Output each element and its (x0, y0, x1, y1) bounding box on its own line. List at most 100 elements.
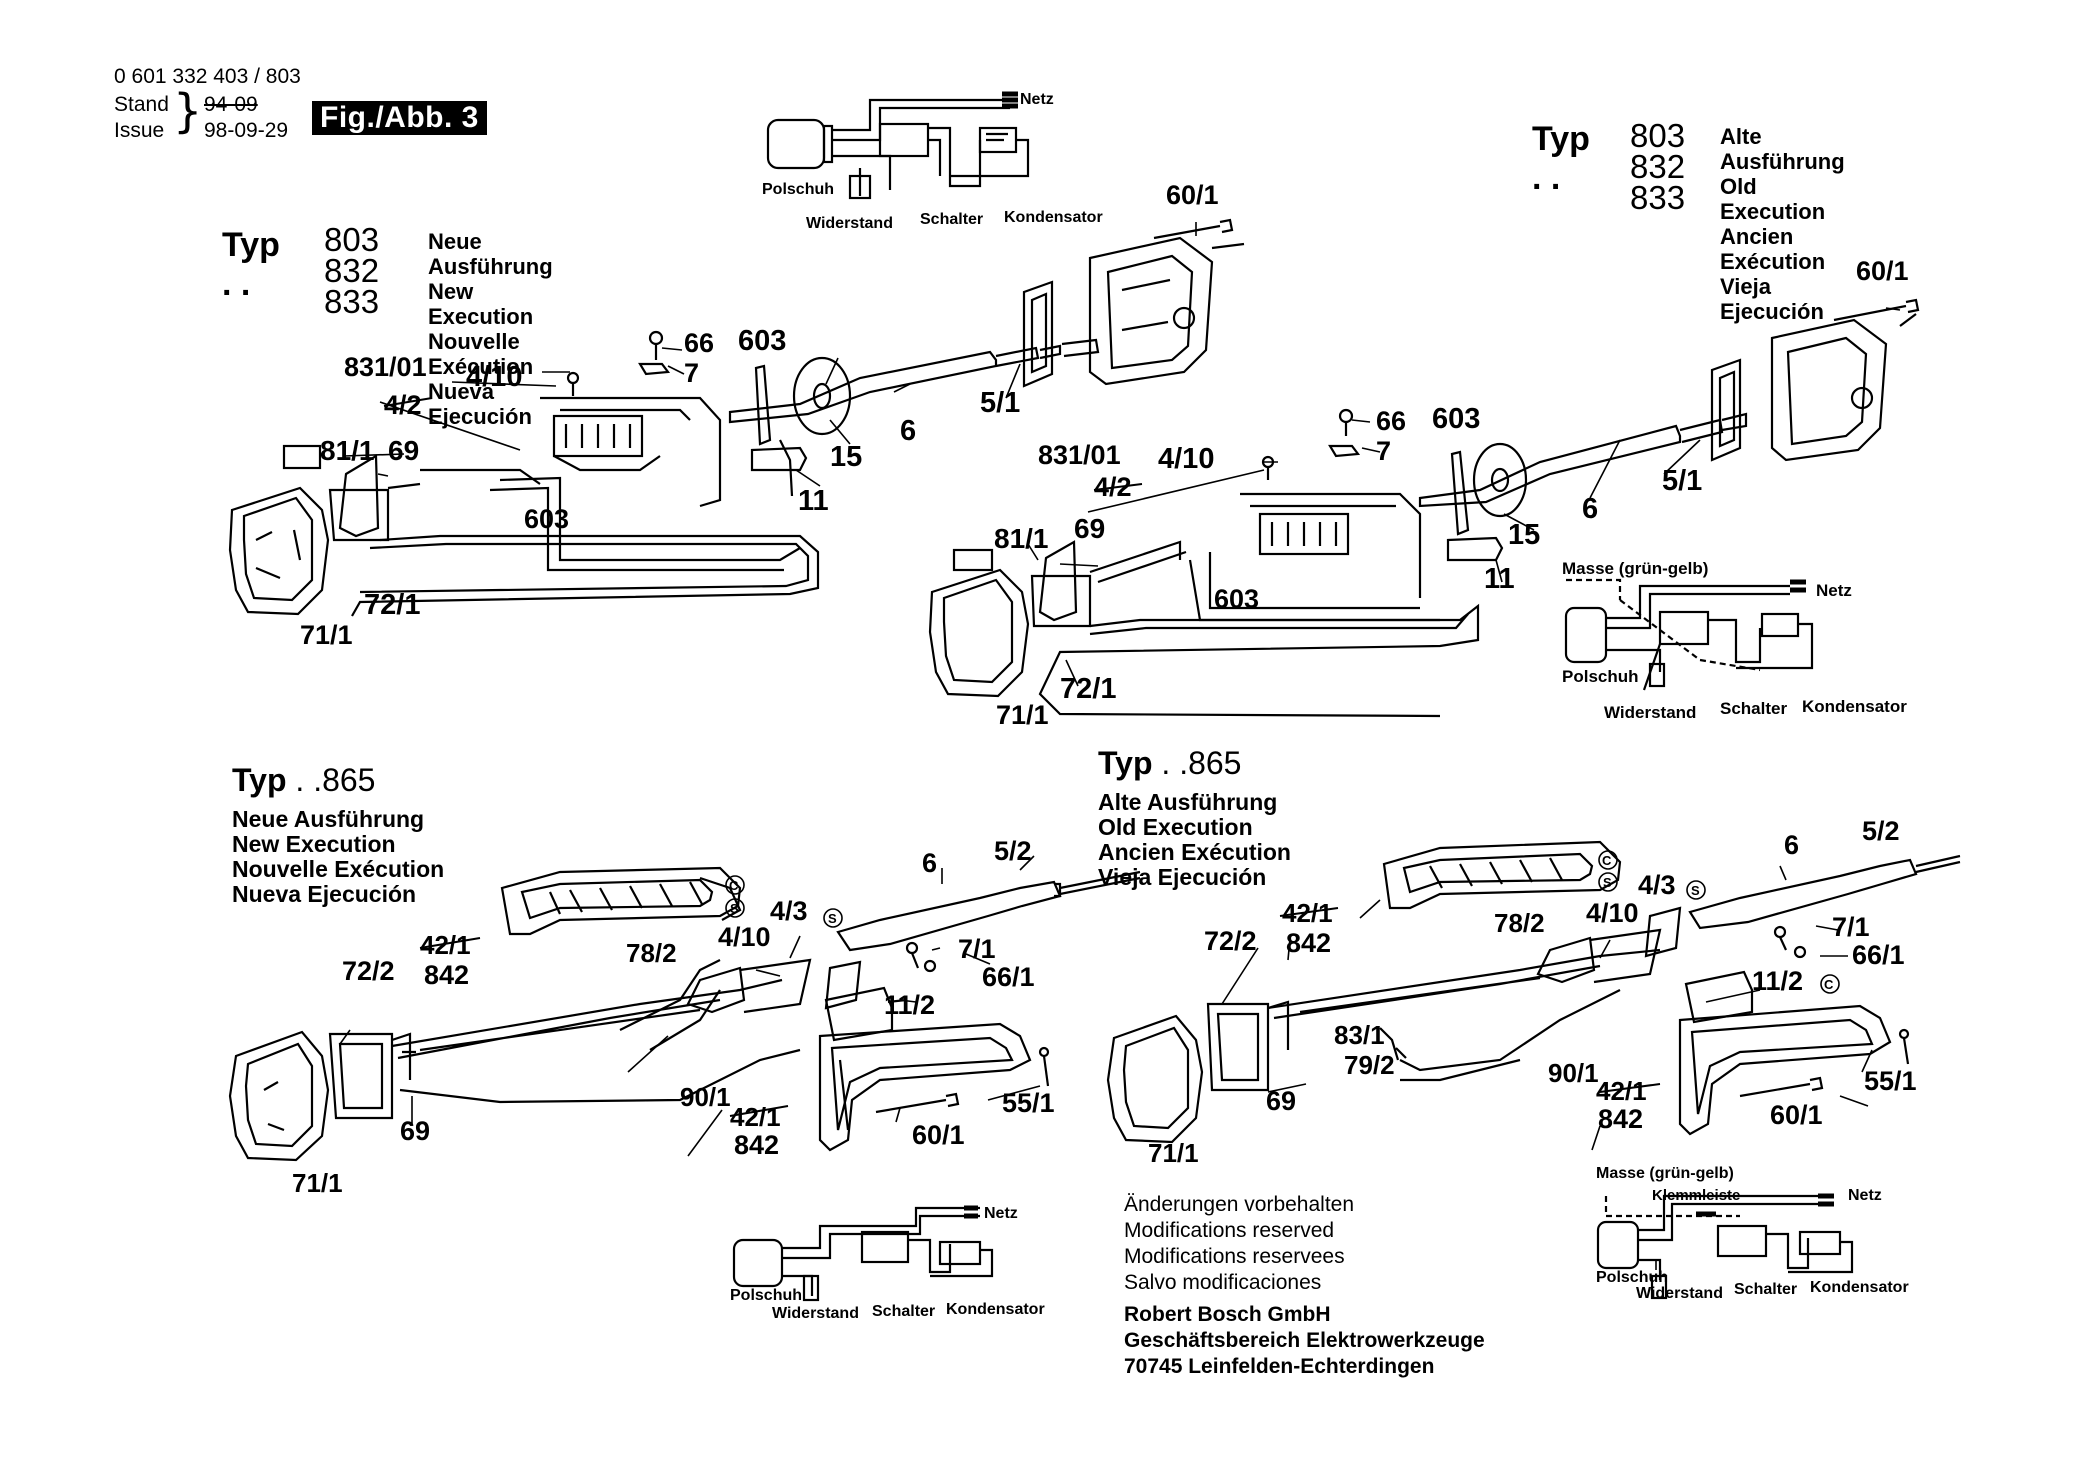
type-code: 803 (324, 221, 380, 258)
part-label: 83/1 (1334, 1020, 1385, 1050)
type-code: 833 (1630, 179, 1686, 216)
part-label: 72/1 (1060, 673, 1116, 705)
typ-heading: Typ . .865 (1098, 745, 1242, 781)
widerstand-label: Widerstand (806, 215, 893, 232)
part-label: 79/2 (1344, 1050, 1395, 1080)
kondensator-label: Kondensator (1004, 209, 1103, 226)
type-code: 832 (324, 252, 380, 289)
part-label: 7 (1376, 436, 1391, 466)
type-description: Nueva Ejecución (232, 881, 417, 907)
part-label: 4/10 (466, 361, 522, 393)
part-label: 7 (684, 358, 699, 388)
type-descriptions: Neue Ausführung New Execution Nouvelle E… (428, 229, 553, 429)
issue-value: 98-09-29 (204, 119, 289, 142)
type-description: Neue Ausführung (428, 229, 553, 279)
schalter-label: Schalter (920, 211, 983, 228)
s-mark: S (1691, 883, 1700, 898)
part-label: 7/1 (1832, 912, 1870, 942)
widerstand-label: Widerstand (1636, 1285, 1723, 1302)
part-label: 4/10 (1158, 443, 1214, 475)
schalter-label: Schalter (1720, 699, 1787, 718)
type-code: 832 (1630, 148, 1686, 185)
part-label: 15 (830, 441, 862, 473)
wiring-diagram-bottom (732, 1205, 994, 1302)
drawing-labels: Netz Polschuh Widerstand Schalter Konden… (292, 91, 1917, 1322)
type-description: Ancien Exécution (1098, 839, 1291, 865)
part-number: 0 601 332 403 / 803 (114, 65, 301, 88)
part-label: 4/3 (770, 896, 808, 926)
type-descriptions: Neue Ausführung New Execution Nouvelle E… (232, 807, 444, 907)
drawing-shapes (228, 91, 1961, 1302)
widerstand-label: Widerstand (772, 1305, 859, 1322)
issue-label: Issue (114, 119, 165, 142)
kondensator-label: Kondensator (1810, 1279, 1909, 1296)
company-address: 70745 Leinfelden-Echterdingen (1124, 1355, 1435, 1378)
part-label: 7/1 (958, 934, 996, 964)
wiring-diagram-right (1564, 578, 1814, 691)
part-label: 90/1 (680, 1082, 731, 1112)
part-label: 55/1 (1002, 1088, 1055, 1118)
part-label: 5/2 (1862, 816, 1900, 846)
part-label: 60/1 (1166, 180, 1219, 210)
typ-word: Typ . . (1532, 120, 1590, 197)
type-description: New Execution (232, 831, 396, 857)
type-description: Nouvelle Exécution (428, 329, 534, 379)
type-description: Nouvelle Exécution (232, 856, 445, 882)
c-mark: C (729, 878, 739, 893)
part-label: 42/1 (420, 930, 471, 960)
part-label: 66 (684, 328, 714, 358)
part-label: 4/10 (1586, 898, 1639, 928)
type-description: Old Execution (1098, 814, 1253, 840)
masse-label: Masse (grün-gelb) (1596, 1165, 1734, 1182)
part-label: 69 (1266, 1086, 1296, 1116)
part-label: 4/2 (1094, 472, 1132, 502)
part-label: 11 (798, 485, 829, 517)
stand-value: 94-09 (204, 93, 258, 116)
part-label: 842 (424, 960, 469, 990)
part-label: 78/2 (1494, 908, 1545, 938)
type-description: Vieja Ejecución (1720, 274, 1824, 324)
part-label: 831/01 (344, 352, 427, 382)
type-description: Old Execution (1720, 174, 1826, 224)
disclaimer-line: Modifications reserved (1124, 1219, 1335, 1242)
part-label: 4/10 (718, 922, 771, 952)
strike-4-2 (383, 397, 1143, 491)
part-label: 81/1 (320, 435, 375, 466)
type-code: 803 (1630, 117, 1686, 154)
netz-label: Netz (1020, 91, 1054, 108)
leader-lines (339, 222, 1901, 1270)
widerstand-label: Widerstand (1604, 703, 1696, 722)
s-mark: S (828, 911, 837, 926)
type-code: 833 (324, 283, 380, 320)
wiring-diagram-bottom-right (1596, 1193, 1854, 1300)
netz-label: Netz (1816, 581, 1852, 600)
part-label: 69 (1074, 513, 1105, 544)
part-label: 5/1 (980, 387, 1020, 419)
c-mark: C (1824, 977, 1834, 992)
assembly-803-old (928, 298, 1920, 718)
part-label: 60/1 (1770, 1100, 1823, 1130)
part-label: 6 (1582, 493, 1598, 525)
type-description: Vieja Ejecución (1098, 864, 1267, 890)
part-label: 6 (922, 848, 937, 878)
polschuh-label: Polschuh (762, 181, 834, 198)
part-label: 90/1 (1548, 1058, 1599, 1088)
part-label: 11/2 (1752, 966, 1803, 996)
disclaimer-line: Modifications reservees (1124, 1245, 1345, 1268)
part-label: 603 (1214, 584, 1259, 614)
strike-42-1 (419, 907, 1661, 1117)
part-label: 66 (1376, 406, 1406, 436)
kondensator-label: Kondensator (1802, 697, 1907, 716)
type-codes: 803 832 833 (324, 221, 380, 320)
part-label: 81/1 (994, 523, 1049, 554)
part-label: 55/1 (1864, 1066, 1917, 1096)
assembly-865-old (1106, 840, 1961, 1144)
part-label: 842 (734, 1130, 779, 1160)
stand-label: Stand (114, 93, 169, 116)
klemmleiste-label: Klemmleiste (1652, 1187, 1740, 1204)
part-label: 72/1 (364, 589, 420, 621)
part-label: 71/1 (292, 1168, 343, 1198)
part-label: 603 (524, 504, 569, 534)
part-label: 69 (388, 435, 419, 466)
part-label: 6 (1784, 830, 1799, 860)
